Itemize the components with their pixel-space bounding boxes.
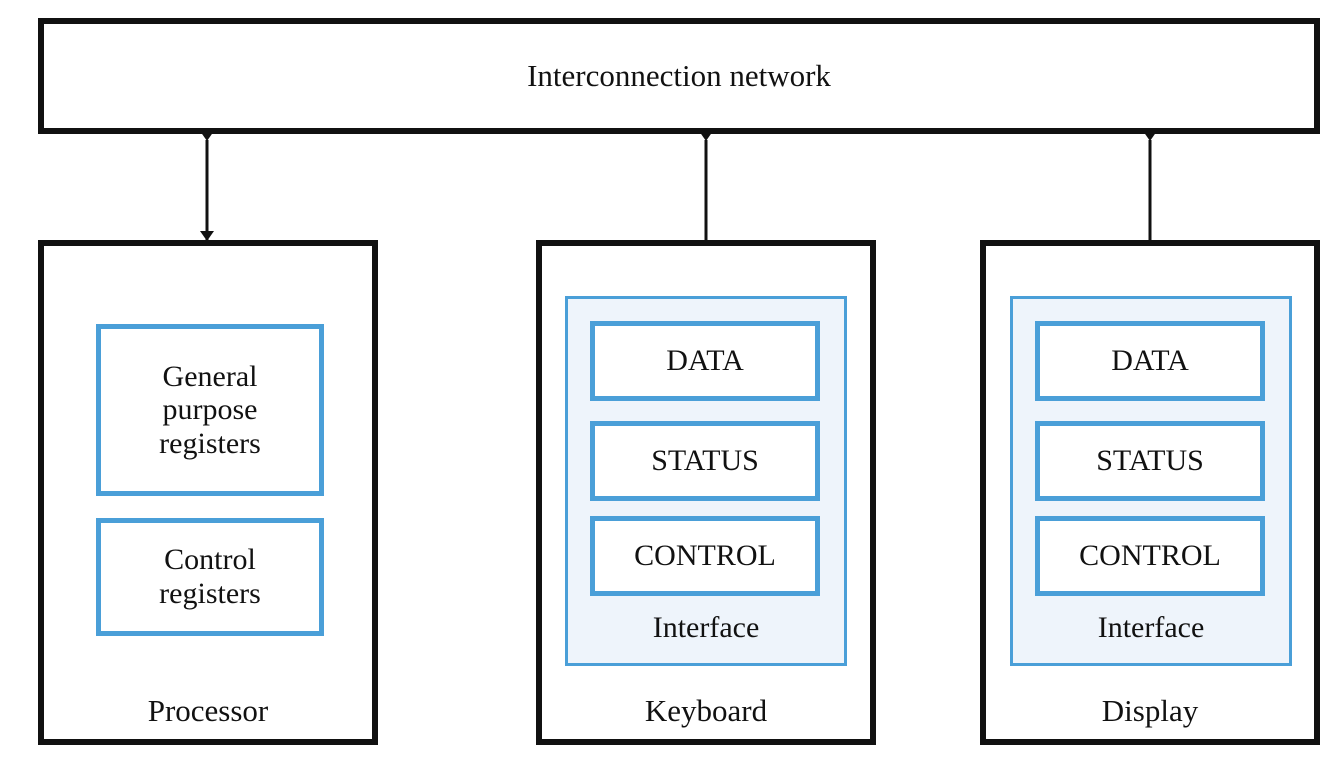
- processor-label: Processor: [147, 693, 269, 728]
- processor-box: General purpose registers Control regist…: [38, 240, 378, 745]
- general-registers-line-2: purpose: [162, 393, 258, 427]
- display-label: Display: [1101, 693, 1199, 728]
- interconnection-network-box: Interconnection network: [38, 18, 1320, 134]
- keyboard-data-register: DATA: [590, 321, 820, 401]
- display-interface-box: DATA STATUS CONTROL Interface: [1010, 296, 1292, 666]
- general-registers-line-3: registers: [159, 426, 261, 460]
- network-label: Interconnection network: [527, 57, 831, 93]
- keyboard-interface-box: DATA STATUS CONTROL Interface: [565, 296, 847, 666]
- display-data-label: DATA: [1111, 344, 1189, 378]
- display-control-label: CONTROL: [1079, 539, 1221, 573]
- keyboard-status-register: STATUS: [590, 421, 820, 501]
- display-interface-label: Interface: [1097, 611, 1205, 644]
- keyboard-status-label: STATUS: [651, 444, 759, 478]
- keyboard-interface-label: Interface: [652, 611, 760, 644]
- display-box: DATA STATUS CONTROL Interface Display: [980, 240, 1320, 745]
- display-status-register: STATUS: [1035, 421, 1265, 501]
- display-data-register: DATA: [1035, 321, 1265, 401]
- keyboard-label: Keyboard: [644, 693, 768, 728]
- display-status-label: STATUS: [1096, 444, 1204, 478]
- keyboard-control-label: CONTROL: [634, 539, 776, 573]
- keyboard-control-register: CONTROL: [590, 516, 820, 596]
- keyboard-data-label: DATA: [666, 344, 744, 378]
- control-registers-line-1: Control: [164, 543, 256, 577]
- display-control-register: CONTROL: [1035, 516, 1265, 596]
- control-registers-line-2: registers: [159, 577, 261, 610]
- keyboard-box: DATA STATUS CONTROL Interface Keyboard: [536, 240, 876, 745]
- control-registers-box: Control registers: [96, 518, 324, 636]
- general-registers-line-1: General: [162, 359, 258, 393]
- general-purpose-registers-box: General purpose registers: [96, 324, 324, 496]
